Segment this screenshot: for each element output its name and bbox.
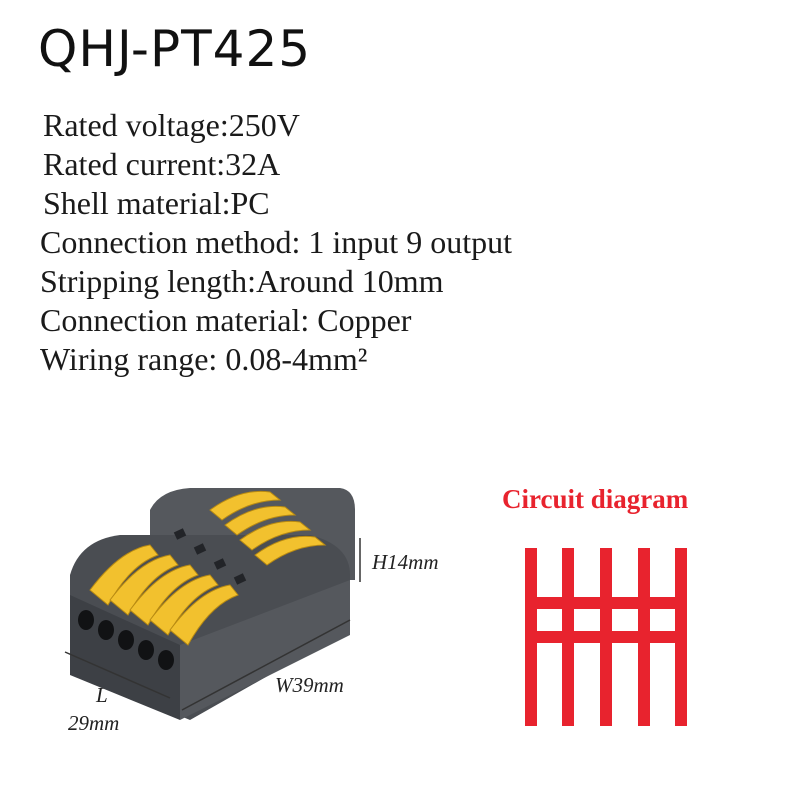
circuit-bus-bar xyxy=(525,631,687,643)
spec-connection-material: Connection material: Copper xyxy=(40,302,412,338)
height-dimension-label: H14mm xyxy=(372,550,439,574)
spec-list: Rated voltage:250V Rated current:32A She… xyxy=(40,106,512,379)
length-dimension-letter: L xyxy=(96,683,108,707)
width-dimension-label: W39mm xyxy=(275,673,344,697)
spec-rated-current: Rated current:32A xyxy=(43,146,281,182)
product-model-title: QHJ-PT425 xyxy=(38,20,312,78)
spec-shell-material: Shell material:PC xyxy=(43,185,270,221)
circuit-bus-bar xyxy=(525,597,687,609)
spec-wiring-range: Wiring range: 0.08-4mm² xyxy=(40,341,368,377)
spec-stripping-length: Stripping length:Around 10mm xyxy=(40,263,444,299)
circuit-diagram-title: Circuit diagram xyxy=(502,484,689,514)
connector-product-image xyxy=(64,488,361,720)
spec-connection-method: Connection method: 1 input 9 output xyxy=(40,224,512,260)
length-dimension-value: 29mm xyxy=(68,711,120,735)
spec-rated-voltage: Rated voltage:250V xyxy=(43,107,300,143)
circuit-diagram xyxy=(525,548,687,726)
